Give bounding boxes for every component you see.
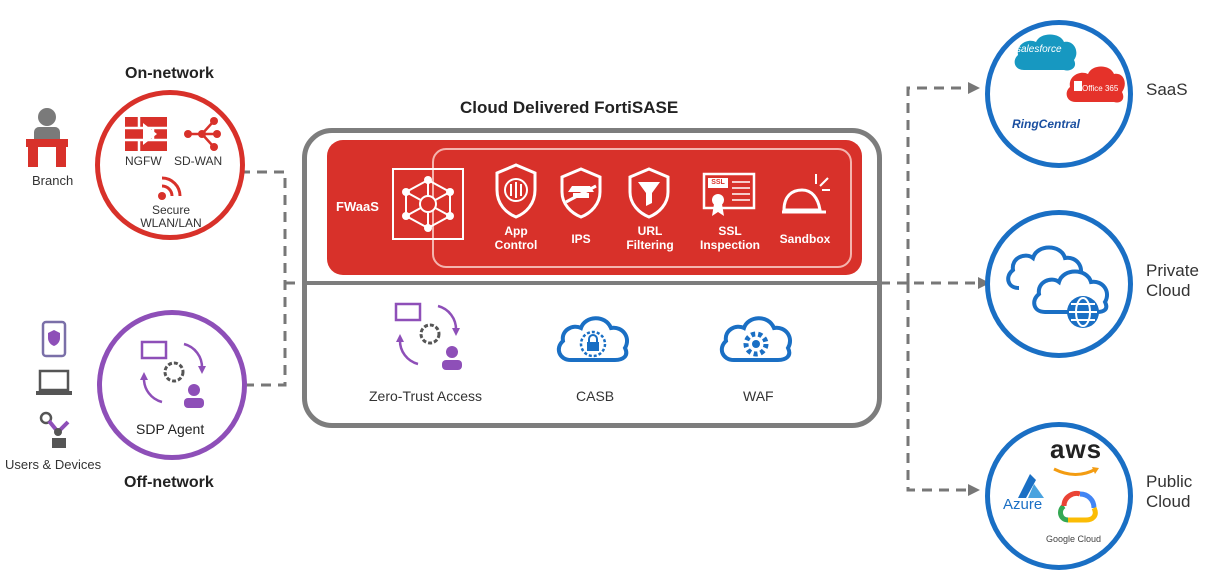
- ringcentral-text: RingCentral: [1012, 117, 1081, 131]
- saas-connector: [906, 86, 968, 283]
- wifi-icon: [158, 176, 182, 200]
- waf-cloud-gear-icon: [719, 316, 793, 362]
- public-cloud-connector: [906, 283, 968, 492]
- branch-icon: [26, 108, 68, 167]
- google-cloud-text: Google Cloud: [1046, 534, 1102, 544]
- secure-wlan-label: Secure WLAN/LAN: [140, 203, 202, 230]
- users-devices-label: Users & Devices: [5, 457, 102, 472]
- ssl-badge: SSL: [711, 179, 725, 186]
- app-control-shield-icon: [495, 163, 537, 219]
- google-cloud-logo-icon: [1058, 491, 1098, 523]
- sdwan-icon: [184, 117, 221, 151]
- off-network-circle: [97, 310, 247, 460]
- casb-label: CASB: [576, 388, 615, 404]
- aws-smile-icon: [1053, 467, 1099, 476]
- private-cloud-icon: [1006, 245, 1110, 328]
- service-ssl-inspection: SSL Inspection: [699, 224, 760, 252]
- salesforce-logo-icon: [1014, 34, 1077, 71]
- private-cloud-label: Private Cloud: [1146, 261, 1199, 300]
- branch-label: Branch: [32, 173, 74, 188]
- on-network-label: On-network: [125, 65, 214, 82]
- fortisase-divider: [302, 281, 882, 285]
- ngfw-icon: [125, 117, 167, 151]
- public-cloud-label: Public Cloud: [1146, 472, 1193, 511]
- waf-label: WAF: [743, 388, 774, 404]
- sandbox-icon: [782, 174, 830, 214]
- azure-text: Azure: [1003, 496, 1043, 513]
- service-ips: IPS: [571, 232, 591, 246]
- fwaas-network-icon: [402, 176, 454, 232]
- fwaas-hub-frame: [392, 168, 464, 240]
- url-filter-shield-icon: [628, 167, 670, 219]
- off-network-label: Off-network: [124, 474, 214, 491]
- arrow-saas: [968, 82, 980, 94]
- sdp-agent-icon: [140, 340, 206, 408]
- sdp-agent-label: SDP Agent: [136, 421, 205, 437]
- aws-logo-text: aws: [1050, 434, 1103, 464]
- casb-cloud-lock-icon: [556, 316, 630, 362]
- office365-text: Office 365: [1082, 84, 1119, 93]
- laptop-icon: [36, 369, 72, 395]
- service-app-control: App Control: [494, 224, 538, 252]
- office365-logo-icon: [1066, 66, 1125, 103]
- service-sandbox: Sandbox: [779, 232, 831, 246]
- tablet-icon: [41, 320, 67, 358]
- sdwan-label: SD-WAN: [174, 154, 223, 168]
- ips-shield-icon: [560, 167, 602, 219]
- left-connector: [240, 170, 287, 387]
- arrow-private: [978, 277, 990, 289]
- salesforce-text: salesforce: [1016, 44, 1062, 55]
- public-cloud-circle: [985, 422, 1133, 570]
- zero-trust-access-label: Zero-Trust Access: [369, 388, 483, 404]
- robot-arm-icon: [39, 411, 70, 448]
- zero-trust-access-icon: [394, 302, 462, 370]
- arrow-public: [968, 484, 980, 496]
- azure-logo-icon: [1018, 474, 1044, 498]
- fwaas-label: FWaaS: [336, 199, 379, 214]
- saas-label: SaaS: [1146, 80, 1188, 99]
- on-network-circle: [95, 90, 245, 240]
- ngfw-label: NGFW: [125, 154, 162, 168]
- page-title: Cloud Delivered FortiSASE: [460, 98, 679, 117]
- ssl-certificate-icon: [702, 172, 756, 216]
- service-url-filtering: URL Filtering: [626, 224, 674, 252]
